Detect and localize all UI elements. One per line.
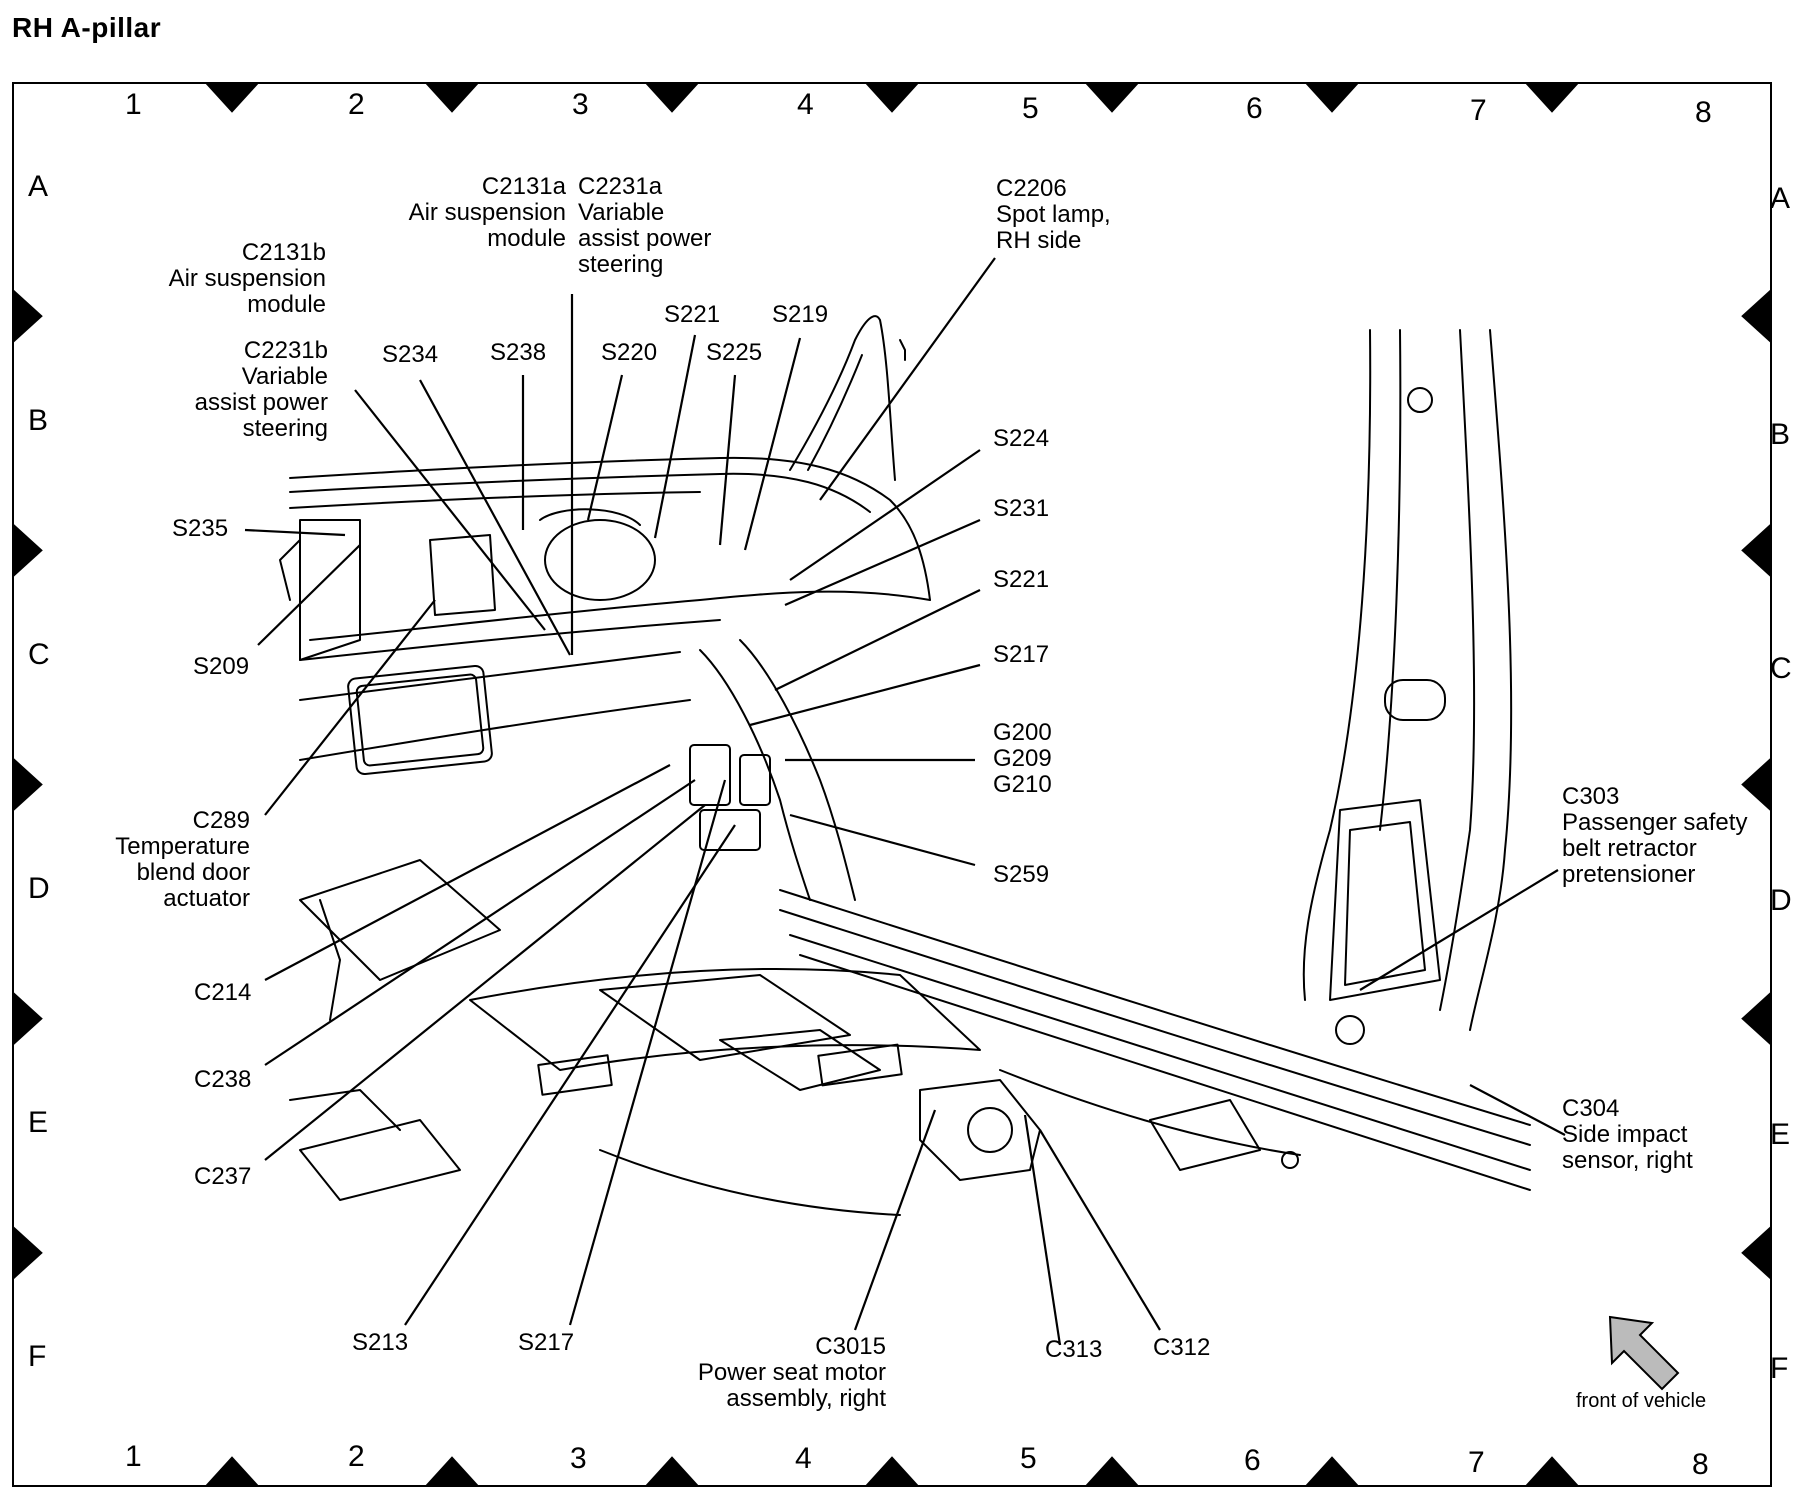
- callout-s231: S231: [993, 495, 1050, 522]
- callout-s221-right: S221: [993, 566, 1050, 593]
- grid-row-b-left: B: [28, 404, 49, 437]
- grid-row-c-right: C: [1770, 652, 1792, 685]
- grid-column-4-top: 4: [797, 88, 814, 121]
- grid-row-b-right: B: [1770, 418, 1791, 451]
- callout-s238: S238: [490, 339, 547, 366]
- border-marker-right: [1741, 288, 1772, 345]
- callout-c238: C238: [194, 1066, 252, 1093]
- grid-row-d-right: D: [1770, 884, 1792, 917]
- arrow-up-left-icon: [1608, 1315, 1680, 1391]
- grid-column-3-bottom: 3: [570, 1442, 587, 1475]
- grid-row-c-left: C: [28, 638, 50, 671]
- border-marker-bottom: [1304, 1456, 1360, 1487]
- border-markers: [12, 82, 1772, 1487]
- grid-row-f-left: F: [28, 1340, 47, 1373]
- callout-s217-bottom: S217: [518, 1329, 575, 1356]
- grid-column-5-bottom: 5: [1020, 1442, 1037, 1475]
- border-marker-bottom: [1524, 1456, 1580, 1487]
- border-marker-left: [12, 1224, 43, 1281]
- border-marker-top: [1304, 82, 1360, 113]
- grid-row-a-right: A: [1770, 182, 1791, 215]
- border-marker-bottom: [204, 1456, 260, 1487]
- callout-s224: S224: [993, 425, 1050, 452]
- grid-column-7-bottom: 7: [1468, 1446, 1485, 1479]
- grid-row-e-left: E: [28, 1106, 49, 1139]
- border-marker-right: [1741, 522, 1772, 579]
- grid-row-a-left: A: [28, 170, 49, 203]
- callout-c237: C237: [194, 1163, 252, 1190]
- callout-c313: C313: [1045, 1336, 1103, 1363]
- grid-column-2-top: 2: [348, 88, 365, 121]
- grid-row-d-left: D: [28, 872, 50, 905]
- border-marker-left: [12, 522, 43, 579]
- border-marker-left: [12, 756, 43, 813]
- grid-row-f-right: F: [1770, 1352, 1789, 1385]
- border-marker-top: [864, 82, 920, 113]
- border-marker-right: [1741, 990, 1772, 1047]
- grid-column-2-bottom: 2: [348, 1440, 365, 1473]
- border-marker-bottom: [1084, 1456, 1140, 1487]
- border-marker-bottom: [644, 1456, 700, 1487]
- grid-column-1-top: 1: [125, 88, 142, 121]
- callout-s234: S234: [382, 341, 439, 368]
- callout-s213: S213: [352, 1329, 409, 1356]
- grid-row-e-right: E: [1770, 1118, 1791, 1151]
- border-marker-right: [1741, 1224, 1772, 1281]
- border-marker-top: [204, 82, 260, 113]
- border-marker-right: [1741, 756, 1772, 813]
- callout-s219: S219: [772, 301, 829, 328]
- border-marker-top: [1084, 82, 1140, 113]
- vehicle-interior-drawing: [279, 315, 1531, 1216]
- leader-lines: [244, 257, 1566, 1346]
- border-marker-top: [644, 82, 700, 113]
- grid-column-7-top: 7: [1470, 94, 1487, 127]
- callout-s217-right: S217: [993, 641, 1050, 668]
- grid-column-6-bottom: 6: [1244, 1444, 1261, 1477]
- border-marker-left: [12, 990, 43, 1047]
- callout-s259: S259: [993, 861, 1050, 888]
- border-marker-top: [424, 82, 480, 113]
- border-marker-left: [12, 288, 43, 345]
- grid-column-6-top: 6: [1246, 92, 1263, 125]
- border-marker-bottom: [864, 1456, 920, 1487]
- callout-s220: S220: [601, 339, 658, 366]
- callout-s221-top: S221: [664, 301, 721, 328]
- callout-s209: S209: [193, 653, 250, 680]
- grid-column-3-top: 3: [572, 88, 589, 121]
- border-marker-top: [1524, 82, 1580, 113]
- grid-column-8-top: 8: [1695, 96, 1712, 129]
- page-title: RH A-pillar: [12, 12, 162, 43]
- callout-c312: C312: [1153, 1334, 1211, 1361]
- grid-column-1-bottom: 1: [125, 1440, 142, 1473]
- callout-s225: S225: [706, 339, 763, 366]
- grid-column-8-bottom: 8: [1692, 1448, 1709, 1481]
- front-of-vehicle-label: front of vehicle: [1576, 1390, 1707, 1412]
- border-marker-bottom: [424, 1456, 480, 1487]
- grid-column-4-bottom: 4: [795, 1442, 812, 1475]
- grid-column-5-top: 5: [1022, 92, 1039, 125]
- callout-s235: S235: [172, 515, 229, 542]
- callout-c214: C214: [194, 979, 252, 1006]
